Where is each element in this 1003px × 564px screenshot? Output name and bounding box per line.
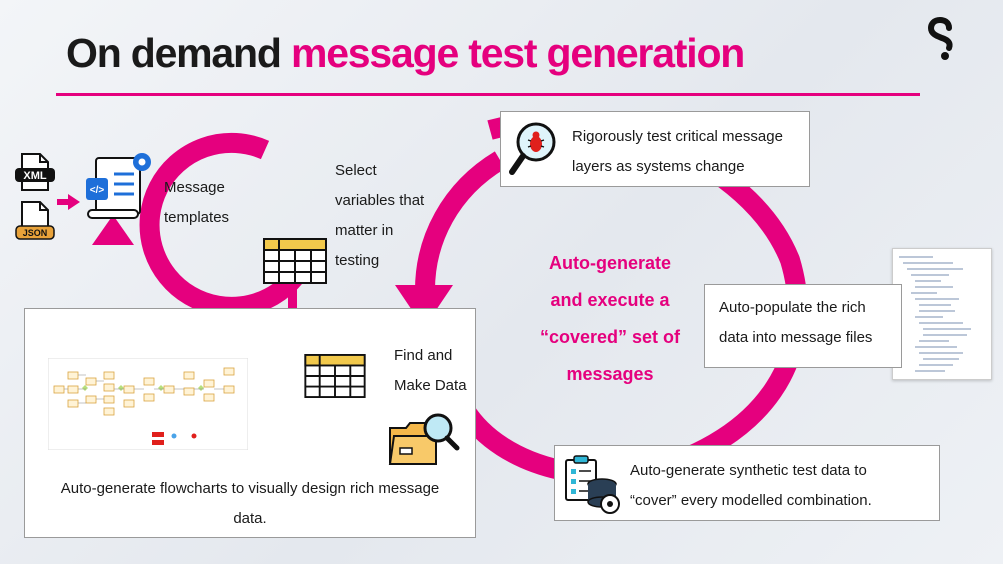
big-cycle-ring-left: [415, 151, 506, 291]
select-variables-label: Select variables that matter in testing: [335, 162, 425, 269]
message-templates-label: Message templates: [164, 179, 230, 226]
rigorously-test-label: Rigorously test critical message layers …: [572, 128, 783, 175]
xml-file-icon: XML: [15, 153, 55, 191]
title-part-1: On demand: [66, 30, 282, 76]
folder-search-icon: [388, 413, 460, 465]
code-template-icon: </>: [86, 153, 151, 219]
table-icon-data: [304, 354, 366, 398]
auto-populate-box: [704, 284, 902, 368]
title-part-2: message test generation: [290, 30, 745, 76]
svg-text:JSON: JSON: [23, 228, 48, 238]
table-icon: [263, 238, 327, 284]
xml-document-thumbnail: [892, 248, 992, 380]
database-checklist-icon: [565, 455, 620, 514]
s-logo-icon: [927, 16, 953, 60]
big-cycle-arrowhead: [395, 285, 453, 328]
json-file-icon: JSON: [15, 201, 55, 240]
small-cycle-arrowhead: [92, 215, 134, 245]
auto-populate-label: Auto-populate the rich data into message…: [719, 299, 873, 346]
flowchart-caption: Auto-generate flowcharts to visually des…: [60, 480, 440, 527]
center-cycle-label: Auto-generate and execute a “covered” se…: [539, 253, 681, 384]
svg-text:XML: XML: [23, 170, 47, 182]
bug-search-icon: [509, 122, 556, 175]
find-make-data-label: Find and Make Data: [394, 347, 467, 394]
svg-text:</>: </>: [90, 185, 105, 196]
flowchart-thumbnail: [48, 358, 248, 450]
flowchart-panel: [24, 308, 476, 538]
page-title: On demand message test generation: [66, 30, 745, 77]
title-underline: [56, 93, 920, 96]
small-cycle-ring: [139, 132, 309, 317]
synthetic-data-label: Auto-generate synthetic test data to “co…: [630, 462, 872, 509]
input-arrow: [68, 194, 80, 210]
